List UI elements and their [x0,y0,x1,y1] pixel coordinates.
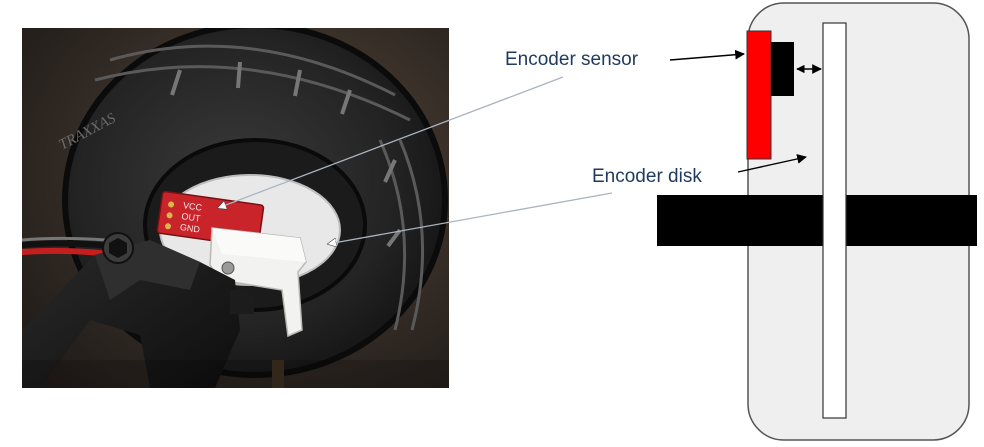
disk-schematic-pointer [737,154,807,173]
sensor-body [746,30,772,160]
pcb-pin-out: OUT [181,211,202,224]
encoder-disk-label: Encoder disk [592,166,702,187]
sensor-photo-pointer [218,76,564,208]
suspension-arm [22,232,284,388]
sensor-schematic-pointer [669,49,745,61]
wheel-schematic [657,2,977,441]
pcb-pin-gnd: GND [179,222,201,235]
callouts [218,49,807,244]
sensor-head [771,42,794,96]
axle [657,195,977,246]
wheel-photo: TRAXXAS VCC OUT GND [22,28,449,388]
encoder-sensor-label: Encoder sensor [505,49,639,70]
pcb-pin-vcc: VCC [182,200,203,213]
disk-photo-pointer [328,192,613,244]
tread-notches [170,61,402,248]
tire-tread [94,44,425,331]
photo-sensor-bracket [209,227,307,338]
encoder-disk [822,22,847,419]
